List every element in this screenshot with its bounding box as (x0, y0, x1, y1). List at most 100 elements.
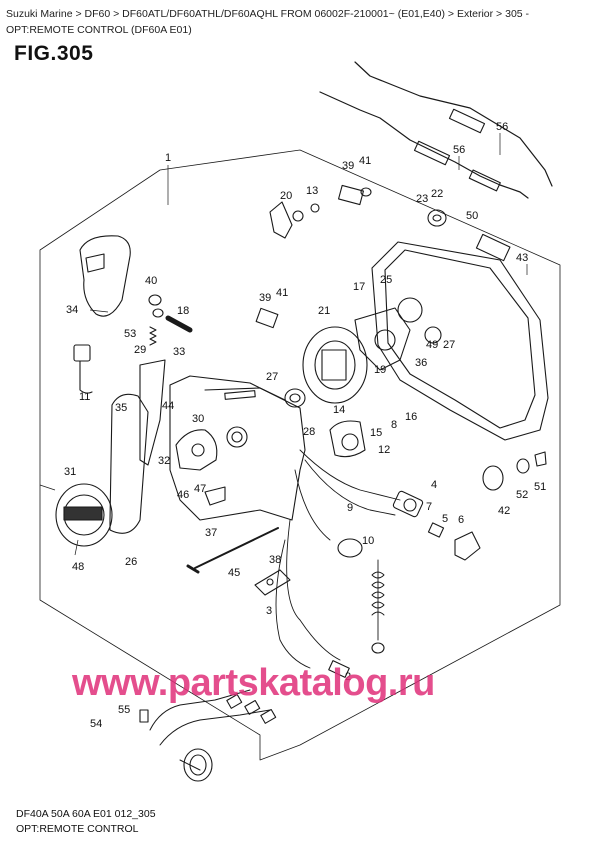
callout-46[interactable]: 46 (177, 489, 189, 501)
shaft (165, 315, 193, 333)
callout-36[interactable]: 36 (415, 357, 427, 369)
long-bolt (194, 527, 279, 569)
callout-16[interactable]: 16 (405, 411, 417, 423)
watermark: www.partskatalog.ru (71, 662, 435, 704)
lever-hub (55, 483, 113, 547)
callout-30[interactable]: 30 (192, 413, 204, 425)
wiring-harness (275, 449, 401, 669)
callout-9[interactable]: 9 (347, 502, 353, 514)
callout-39b[interactable]: 39 (259, 292, 271, 304)
callout-11[interactable]: 11 (79, 391, 90, 403)
control-housing (169, 375, 306, 521)
callout-56a[interactable]: 56 (496, 121, 508, 133)
callout-55[interactable]: 55 (118, 704, 130, 716)
bracket-37 (204, 486, 226, 506)
callout-47[interactable]: 47 (194, 483, 206, 495)
callout-18[interactable]: 18 (177, 305, 189, 317)
handle-grip (79, 235, 131, 317)
callout-43[interactable]: 43 (516, 252, 528, 264)
callout-5[interactable]: 5 (442, 513, 448, 525)
breadcrumb-link-3[interactable]: DF60ATL/DF60ATHL/DF60AQHL FROM 06002F-21… (122, 8, 445, 20)
callout-28[interactable]: 28 (303, 426, 315, 438)
callout-38[interactable]: 38 (269, 554, 281, 566)
spring (149, 326, 157, 346)
breadcrumb: Suzuki Marine > DF60 > DF60ATL/DF60ATHL/… (6, 6, 594, 38)
callout-52[interactable]: 52 (516, 489, 528, 501)
breadcrumb-link-2[interactable]: DF60 (84, 8, 111, 20)
callout-51[interactable]: 51 (534, 481, 546, 493)
lever-arm (109, 393, 149, 534)
callout-41a[interactable]: 41 (359, 155, 371, 167)
figure-code: DF40A 50A 60A E01 012_305 (16, 808, 156, 820)
callout-6[interactable]: 6 (458, 514, 464, 526)
breadcrumb-separator: > (72, 8, 85, 20)
callout-8[interactable]: 8 (391, 419, 397, 431)
callout-40[interactable]: 40 (145, 275, 157, 287)
callout-34[interactable]: 34 (66, 304, 78, 316)
callout-31[interactable]: 31 (64, 466, 76, 478)
breadcrumb-separator: > (444, 8, 457, 20)
lever-strip (139, 359, 166, 466)
callout-27a[interactable]: 27 (266, 371, 278, 383)
callout-4[interactable]: 4 (431, 479, 437, 491)
assembly-outline (39, 149, 561, 761)
switch-cap (454, 531, 481, 561)
callout-2[interactable]: 2 (345, 671, 351, 683)
callout-21[interactable]: 21 (318, 305, 330, 317)
callout-19[interactable]: 19 (374, 364, 386, 376)
figure-caption: OPT:REMOTE CONTROL (16, 823, 139, 835)
coil-cord (371, 559, 385, 641)
callout-33[interactable]: 33 (173, 346, 185, 358)
callout-labels: 1 2 3 4 5 6 7 8 9 10 11 12 13 14 15 16 1… (64, 121, 546, 730)
main-connector (183, 748, 213, 782)
callout-56b[interactable]: 56 (453, 144, 465, 156)
callout-13[interactable]: 13 (306, 185, 318, 197)
callout-22[interactable]: 22 (431, 188, 443, 200)
control-cable-upper (354, 61, 553, 187)
callout-35[interactable]: 35 (115, 402, 127, 414)
callout-44[interactable]: 44 (162, 400, 174, 412)
breadcrumb-link-1[interactable]: Suzuki Marine (6, 8, 73, 20)
callout-12[interactable]: 12 (378, 444, 390, 456)
breadcrumb-current: 305 - OPT:REMOTE CONTROL (DF60A E01) (6, 8, 530, 36)
callout-50[interactable]: 50 (466, 210, 478, 222)
callout-27b[interactable]: 27 (443, 339, 455, 351)
callout-23[interactable]: 23 (416, 193, 428, 205)
lock-lever (269, 201, 293, 239)
callout-41b[interactable]: 41 (276, 287, 288, 299)
callout-15[interactable]: 15 (370, 427, 382, 439)
side-cover (371, 241, 549, 441)
figure-title: FIG.305 (14, 42, 94, 65)
callout-48[interactable]: 48 (72, 561, 84, 573)
clamp-plate (254, 569, 291, 596)
callout-49[interactable]: 49 (426, 339, 438, 351)
callout-25[interactable]: 25 (380, 274, 392, 286)
callout-7[interactable]: 7 (426, 501, 432, 513)
control-cable-lower (319, 91, 529, 199)
callout-32[interactable]: 32 (158, 455, 170, 467)
breadcrumb-separator: > (493, 8, 506, 20)
callout-10[interactable]: 10 (362, 535, 374, 547)
breadcrumb-link-4[interactable]: Exterior (456, 8, 494, 20)
breadcrumb-separator: > (110, 8, 123, 20)
buzzer (337, 538, 363, 558)
callout-3[interactable]: 3 (266, 605, 272, 617)
callout-45[interactable]: 45 (228, 567, 240, 579)
callout-39a[interactable]: 39 (342, 160, 354, 172)
neutral-switch (329, 420, 366, 458)
callout-20[interactable]: 20 (280, 190, 292, 202)
callout-37[interactable]: 37 (205, 527, 217, 539)
callout-14[interactable]: 14 (333, 404, 345, 416)
neutral-disc (302, 326, 368, 404)
callout-17[interactable]: 17 (353, 281, 365, 293)
callout-29[interactable]: 29 (134, 344, 146, 356)
trim-switch (73, 344, 91, 362)
callout-26[interactable]: 26 (125, 556, 137, 568)
callout-1[interactable]: 1 (165, 152, 171, 164)
callout-53[interactable]: 53 (124, 328, 136, 340)
cam-plate (175, 429, 218, 471)
bracket-plate (354, 307, 411, 371)
callout-42[interactable]: 42 (498, 505, 510, 517)
callout-54[interactable]: 54 (90, 718, 102, 730)
